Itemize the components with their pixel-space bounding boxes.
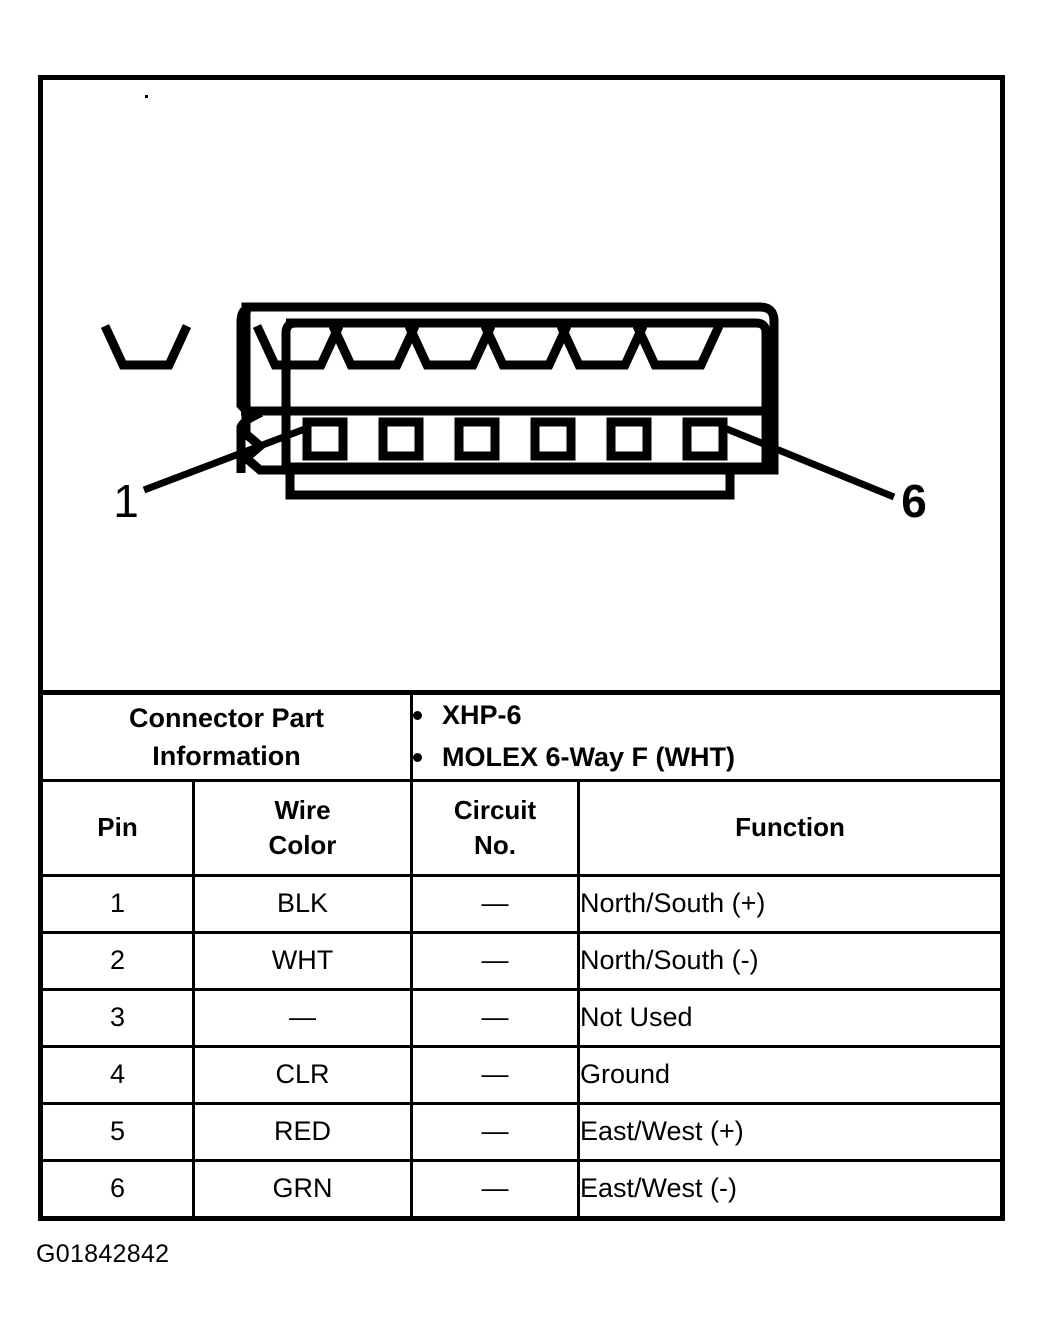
pin-label-6: 6 [901, 475, 927, 527]
cell-wire-color: CLR [192, 1044, 413, 1105]
cell-wire-color: WHT [192, 930, 413, 991]
pin-label-1: 1 [113, 475, 139, 527]
part-value-text-2: MOLEX 6-Way F (WHT) [442, 741, 735, 772]
column-header-pin: Pin [39, 778, 195, 877]
column-header-circuit-line1: Circuit [453, 795, 537, 826]
connector-outer-shell [239, 302, 779, 475]
pin-cavity-3 [454, 417, 500, 461]
connector-part-information-values: XHP-6 MOLEX 6-Way F (WHT) [410, 691, 1004, 782]
part-value-text-1: XHP-6 [442, 700, 522, 730]
pin-cavity-5 [606, 417, 652, 461]
table-row: 3 — — Not Used [39, 987, 1004, 1048]
column-header-function-line2: Function [735, 812, 845, 843]
keying-notch-6 [556, 324, 648, 370]
cell-pin: 5 [39, 1101, 195, 1162]
table-row: 1 BLK — North/South (+) [39, 873, 1004, 934]
column-header-function: Function [577, 778, 1004, 877]
cell-circuit-no: — [410, 873, 580, 934]
pin-cavity-4 [530, 417, 576, 461]
keying-notch-2 [252, 324, 344, 370]
cell-function: Ground [577, 1044, 1004, 1105]
column-header-pin-line2: Pin [97, 812, 138, 843]
column-header-wire-line2: Color [268, 829, 337, 860]
cell-circuit-no: — [410, 1044, 580, 1105]
cell-pin: 1 [39, 873, 195, 934]
pin-cavity-1 [302, 417, 348, 461]
connector-illustration: 1 6 [38, 75, 1005, 690]
cell-circuit-no: — [410, 1101, 580, 1162]
part-value-item-1: XHP-6 [413, 695, 1000, 737]
table-row: 2 WHT — North/South (-) [39, 930, 1004, 991]
cell-function: North/South (-) [577, 930, 1004, 991]
table-row: 6 GRN — East/West (-) [39, 1158, 1004, 1220]
part-label-line-1: Connector Part [128, 702, 325, 733]
leader-line-pin-6 [720, 423, 896, 501]
cell-circuit-no: — [410, 930, 580, 991]
table-row-part-info: Connector Part Information XHP-6 MOLEX 6… [39, 691, 1004, 782]
pin-cavity-2 [378, 417, 424, 461]
figure-frame [38, 75, 1005, 690]
pin-cavity-6 [682, 417, 728, 461]
keying-notch-5 [480, 324, 572, 370]
cell-circuit-no: — [410, 987, 580, 1048]
connector-drawing-svg: 1 6 [100, 302, 927, 527]
column-header-circuit-no: Circuit No. [410, 778, 580, 877]
part-value-item-2: MOLEX 6-Way F (WHT) [413, 737, 1000, 779]
cell-wire-color: RED [192, 1101, 413, 1162]
cell-function: Not Used [577, 987, 1004, 1048]
connector-inner-housing [281, 318, 771, 472]
figure-caption: G01842842 [36, 1240, 170, 1268]
cell-wire-color: GRN [192, 1158, 413, 1220]
part-label-line-2: Information [152, 740, 301, 771]
bullet-dot-icon [413, 753, 422, 763]
cell-wire-color: BLK [192, 873, 413, 934]
table-row: 4 CLR — Ground [39, 1044, 1004, 1105]
keying-notch-4 [404, 324, 496, 370]
column-header-wire-color: Wire Color [192, 778, 413, 877]
cell-function: North/South (+) [577, 873, 1004, 934]
pinout-table: Connector Part Information XHP-6 MOLEX 6… [38, 690, 1005, 1221]
cell-pin: 6 [39, 1158, 195, 1220]
cell-wire-color: — [192, 987, 413, 1048]
keying-notch-1 [100, 324, 192, 370]
cell-pin: 2 [39, 930, 195, 991]
column-header-wire-line1: Wire [274, 795, 331, 826]
column-header-circuit-line2: No. [474, 829, 516, 860]
cell-function: East/West (-) [577, 1158, 1004, 1220]
leader-line-pin-1 [142, 423, 312, 494]
keying-notch-3 [328, 324, 420, 370]
table-row: 5 RED — East/West (+) [39, 1101, 1004, 1162]
cell-pin: 4 [39, 1044, 195, 1105]
cell-circuit-no: — [410, 1158, 580, 1220]
connector-part-information-label: Connector Part Information [39, 691, 413, 782]
cell-function: East/West (+) [577, 1101, 1004, 1162]
keying-notch-7 [632, 324, 724, 370]
connector-mounting-tab [285, 470, 735, 500]
table-header-row: Pin Wire Color Circuit No. Function [39, 778, 1004, 877]
cell-pin: 3 [39, 987, 195, 1048]
scan-artifact-dot [145, 95, 148, 98]
bullet-dot-icon [413, 711, 422, 721]
